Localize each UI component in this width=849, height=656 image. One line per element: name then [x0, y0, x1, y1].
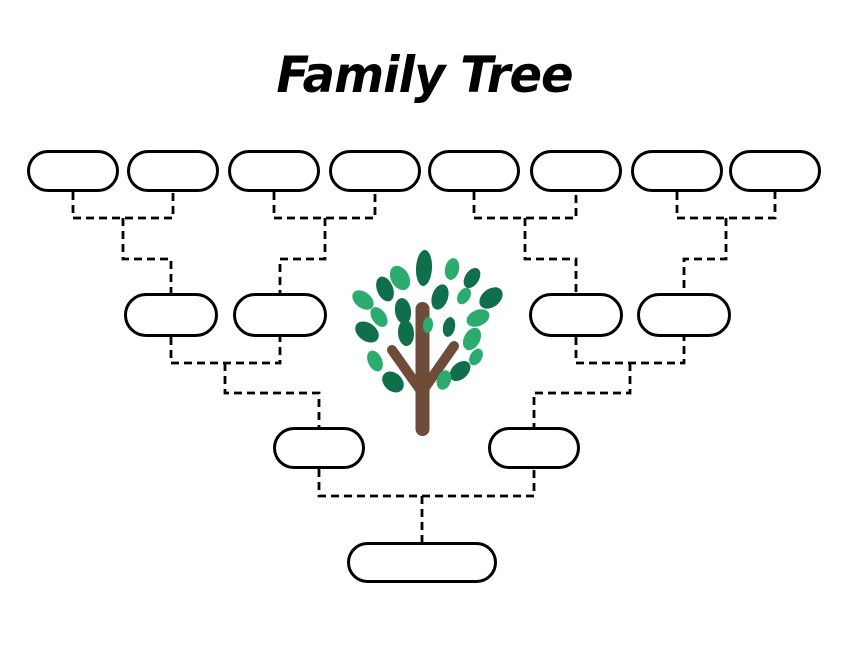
box-parent-1[interactable] — [273, 427, 365, 469]
page-title: Family Tree — [276, 46, 573, 104]
tree-trunk-and-branches — [387, 302, 459, 436]
box-grandparent-4[interactable] — [637, 293, 731, 337]
box-child[interactable] — [347, 542, 497, 583]
box-great-grandparent-5[interactable] — [428, 150, 520, 192]
tree-leaves — [352, 250, 503, 393]
box-parent-2[interactable] — [488, 427, 580, 469]
box-great-grandparent-4[interactable] — [329, 150, 421, 192]
connector-lines — [71, 192, 777, 542]
box-great-grandparent-8[interactable] — [729, 150, 821, 192]
box-grandparent-1[interactable] — [124, 293, 218, 337]
box-great-grandparent-1[interactable] — [27, 150, 119, 192]
box-grandparent-2[interactable] — [233, 293, 327, 337]
box-great-grandparent-2[interactable] — [127, 150, 219, 192]
tree-illustration — [352, 250, 503, 436]
box-grandparent-3[interactable] — [529, 293, 623, 337]
box-great-grandparent-6[interactable] — [530, 150, 622, 192]
box-great-grandparent-7[interactable] — [631, 150, 723, 192]
box-great-grandparent-3[interactable] — [228, 150, 320, 192]
